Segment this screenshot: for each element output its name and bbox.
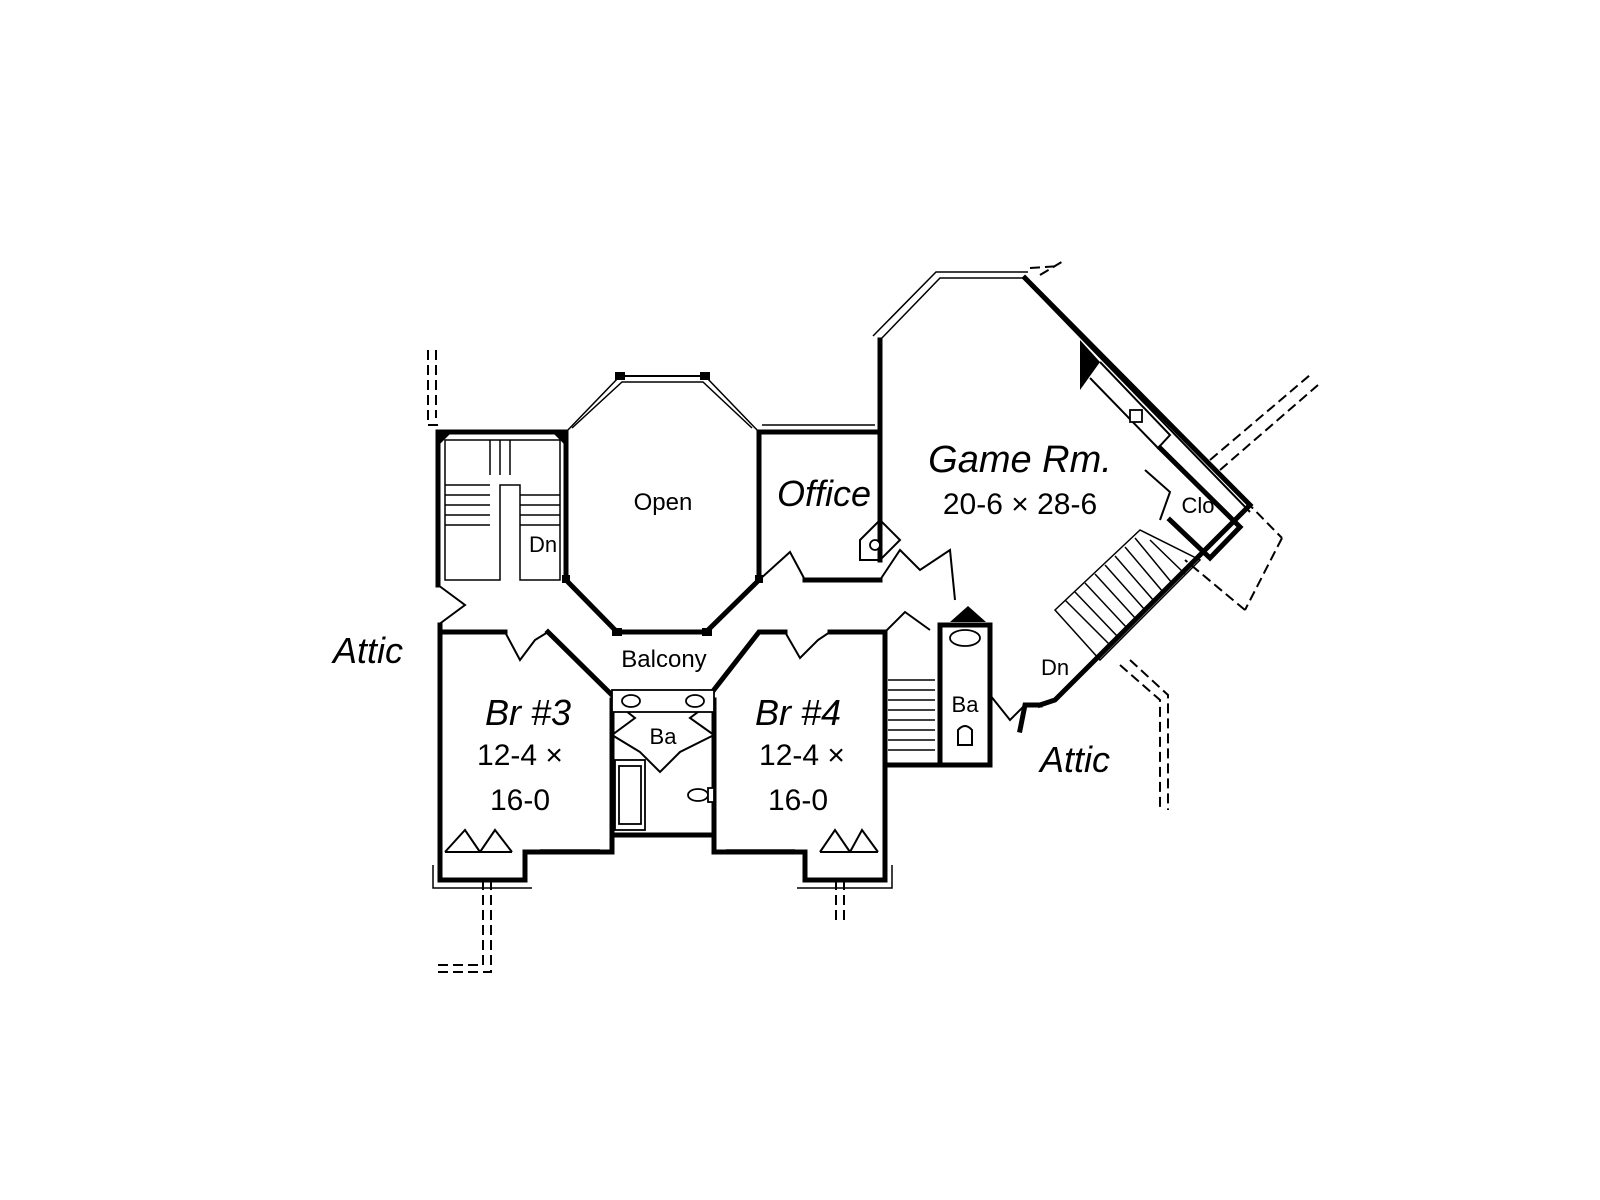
game-room-dims: 20-6 × 28-6 <box>943 488 1097 521</box>
bedroom3-dims-1: 12-4 × <box>477 739 563 772</box>
roof-lines <box>427 259 1319 973</box>
stairs-right <box>1053 529 1202 662</box>
office-label: Office <box>777 473 871 514</box>
bath-right-label: Ba <box>952 692 980 717</box>
game-room-label: Game Rm. <box>928 439 1112 481</box>
stair-left-down-label: Dn <box>529 532 557 557</box>
bedroom4-dims-2: 16-0 <box>768 784 828 817</box>
door-swings <box>437 469 1172 853</box>
closet-label: Clo <box>1181 493 1214 518</box>
bath-center-label: Ba <box>650 724 678 749</box>
labels: Game Rm. 20-6 × 28-6 Office Open Balcony… <box>331 439 1215 817</box>
exterior-walls <box>432 271 1254 889</box>
attic-left-label: Attic <box>331 630 403 671</box>
bedroom3-label: Br #3 <box>485 692 571 733</box>
attic-right-label: Attic <box>1038 739 1110 780</box>
balcony-label: Balcony <box>621 646 706 673</box>
fixtures <box>562 340 1172 831</box>
stairs-left <box>438 432 566 581</box>
stairs-small <box>888 679 935 751</box>
open-label: Open <box>634 489 693 516</box>
stair-right-down-label: Dn <box>1041 655 1069 680</box>
bedroom4-dims-1: 12-4 × <box>759 739 845 772</box>
bedroom3-dims-2: 16-0 <box>490 784 550 817</box>
bedroom4-label: Br #4 <box>755 692 841 733</box>
